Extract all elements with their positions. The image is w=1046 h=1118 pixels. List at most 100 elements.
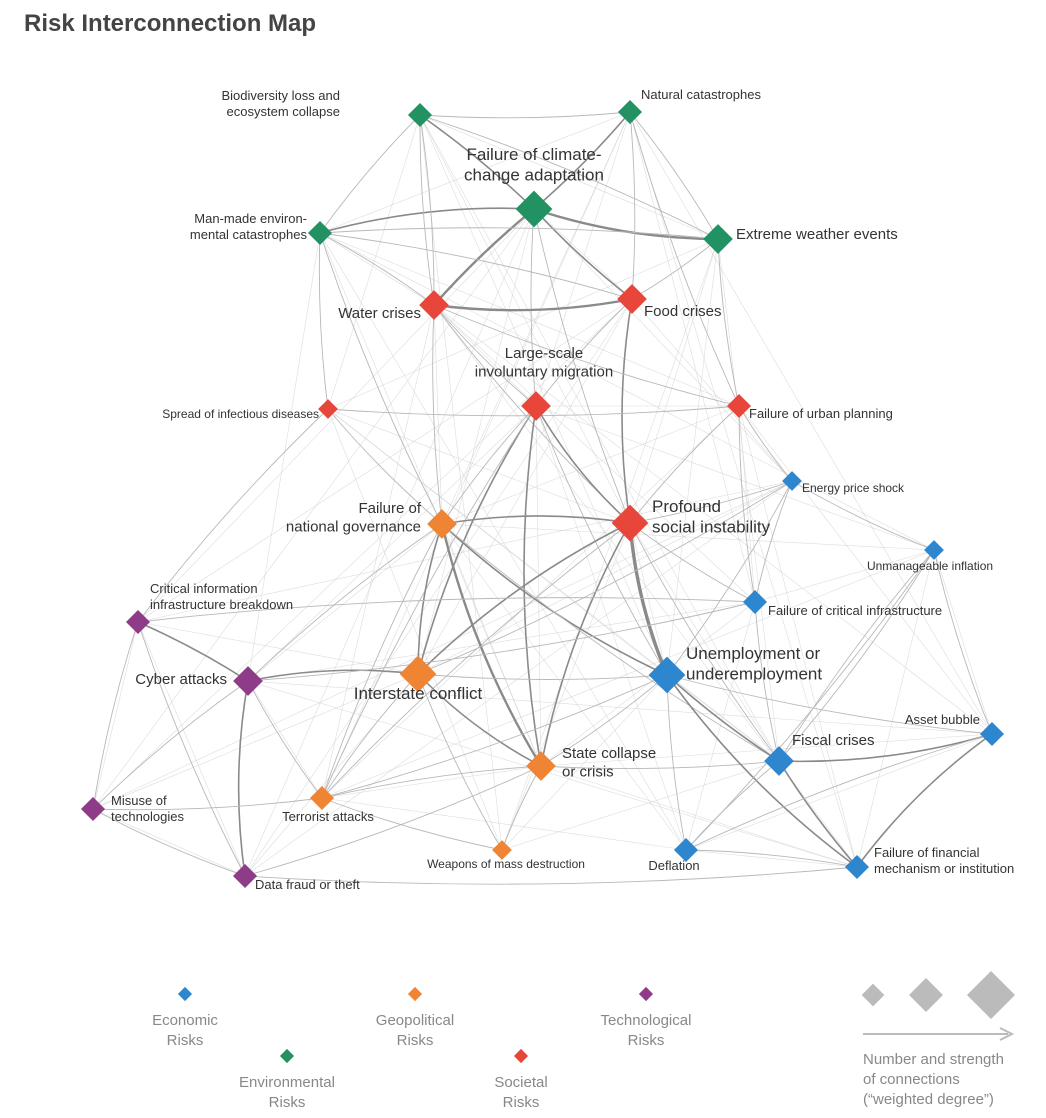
risk-label-line: infrastructure breakdown: [150, 597, 293, 612]
connection-line: [247, 601, 756, 682]
risk-node-migration[interactable]: [521, 391, 551, 421]
risk-label-line: Failure of climate-: [466, 145, 601, 164]
faint-connection-line: [535, 405, 542, 767]
risk-node-weather[interactable]: [703, 224, 733, 254]
risk-node-asset[interactable]: [979, 721, 1005, 747]
faint-connection-line: [92, 621, 139, 810]
risk-node-energy[interactable]: [782, 471, 802, 491]
connection-line: [629, 405, 740, 524]
faint-connection-line: [319, 232, 542, 767]
risk-label-line: Failure of critical infrastructure: [768, 603, 942, 618]
faint-connection-line: [247, 232, 321, 682]
risk-label-line: Biodiversity loss and: [222, 88, 341, 103]
risk-node-datafraud[interactable]: [232, 863, 258, 889]
connection-line: [666, 674, 858, 868]
legend-label-line: Technological: [601, 1012, 692, 1029]
faint-connection-line: [137, 621, 246, 877]
risk-label-natcat: Natural catastrophes: [641, 87, 761, 102]
connection-line: [621, 298, 633, 524]
faint-connection-line: [417, 208, 535, 675]
connection-line: [629, 111, 740, 407]
risk-node-food[interactable]: [617, 284, 647, 314]
legend-label-line: Environmental: [239, 1074, 335, 1091]
faint-connection-line: [247, 405, 537, 682]
faint-connection-line: [137, 621, 419, 675]
risk-label-line: Interstate conflict: [354, 684, 483, 703]
connection-line: [685, 733, 993, 851]
connection-line: [628, 522, 669, 676]
risk-label-line: involuntary migration: [475, 363, 613, 380]
risk-node-infectious[interactable]: [318, 399, 338, 419]
risk-node-critinfra[interactable]: [742, 589, 768, 615]
risk-label-deflation: Deflation: [648, 858, 699, 873]
legend-label-line: Geopolitical: [376, 1012, 454, 1029]
risk-label-interstate: Interstate conflict: [354, 684, 483, 703]
risk-node-wmd[interactable]: [492, 840, 512, 860]
size-legend-line: (“weighted degree”): [863, 1091, 994, 1108]
connection-line: [778, 549, 935, 762]
faint-connection-line: [321, 111, 631, 799]
risk-label-critinfra: Failure of critical infrastructure: [768, 603, 942, 618]
risk-node-manmade[interactable]: [307, 220, 333, 246]
risk-node-cyber[interactable]: [233, 666, 263, 696]
faint-connection-line: [629, 238, 719, 524]
risk-label-line: Deflation: [648, 858, 699, 873]
risk-node-natcat[interactable]: [617, 99, 643, 125]
connection-line: [778, 733, 993, 763]
connection-line: [321, 522, 631, 799]
risk-node-statecollapse[interactable]: [526, 751, 556, 781]
faint-connection-line: [629, 522, 780, 762]
legend-marker-economic: [177, 986, 193, 1002]
connection-line: [417, 673, 503, 851]
connection-line: [685, 849, 858, 868]
connection-line: [530, 208, 537, 407]
faint-connection-line: [247, 680, 323, 799]
faint-connection-line: [629, 111, 993, 735]
risk-node-unemployment[interactable]: [648, 656, 686, 694]
faint-connection-line: [327, 114, 421, 410]
legend-label-line: Risks: [167, 1032, 204, 1049]
connection-line: [685, 760, 780, 851]
size-legend-marker: [909, 978, 943, 1012]
risk-node-urban[interactable]: [726, 393, 752, 419]
risk-node-governance[interactable]: [427, 509, 457, 539]
risk-label-line: Unemployment or: [686, 644, 821, 663]
connection-line: [631, 238, 719, 300]
size-legend-line: Number and strength: [863, 1051, 1004, 1068]
connection-line: [533, 208, 633, 300]
faint-connection-line: [629, 111, 756, 603]
legend-marker-technological: [638, 986, 654, 1002]
risk-node-interstate[interactable]: [399, 655, 437, 693]
risk-label-line: Natural catastrophes: [641, 87, 761, 102]
risk-node-social[interactable]: [611, 504, 649, 542]
faint-connection-line: [433, 304, 756, 603]
faint-connection-line: [666, 674, 780, 762]
faint-connection-line: [321, 765, 542, 799]
risk-label-line: Profound: [652, 497, 721, 516]
risk-node-inflation[interactable]: [924, 540, 944, 560]
risk-node-financial[interactable]: [844, 854, 870, 880]
connection-line: [433, 297, 633, 312]
risk-node-water[interactable]: [419, 290, 449, 320]
connection-line: [137, 408, 329, 623]
faint-connection-line: [717, 238, 780, 762]
faint-connection-line: [631, 298, 793, 482]
legend-label-line: Economic: [152, 1012, 218, 1029]
faint-connection-line: [321, 797, 687, 851]
connection-line: [417, 480, 793, 675]
risk-label-fiscal: Fiscal crises: [792, 732, 875, 749]
connection-line: [321, 765, 542, 799]
risk-node-climate[interactable]: [515, 190, 553, 228]
risk-node-fiscal[interactable]: [764, 746, 794, 776]
risk-node-biodiv[interactable]: [407, 102, 433, 128]
risk-label-inflation: Unmanageable inflation: [867, 559, 993, 573]
connection-line: [417, 673, 542, 767]
connection-line: [237, 680, 249, 877]
faint-connection-line: [327, 238, 719, 410]
faint-connection-line: [319, 111, 631, 234]
